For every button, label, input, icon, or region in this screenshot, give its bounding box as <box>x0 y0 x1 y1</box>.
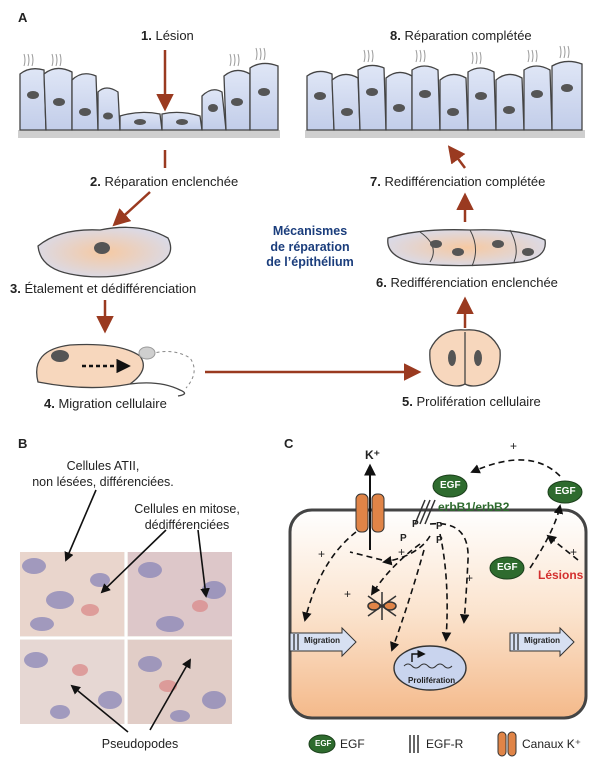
p-label-2: P <box>400 533 407 544</box>
step-4: 4. Migration cellulaire <box>44 396 167 411</box>
label-pseudopodes: Pseudopodes <box>101 737 179 751</box>
nucleus <box>393 645 467 691</box>
legend-k-channel-label: Canaux K⁺ <box>522 737 582 751</box>
dividing-cell <box>429 329 501 387</box>
p-label-1: P <box>412 519 419 530</box>
step-2: 2. Réparation enclenchée <box>90 174 239 189</box>
epithelium-lesion <box>18 47 280 138</box>
micrograph-composite <box>20 552 232 724</box>
k-channel <box>355 463 385 550</box>
step-1: 1. Lésion <box>141 28 194 43</box>
signaling-arrows <box>302 459 579 652</box>
legend-egf-label: EGF <box>340 737 365 751</box>
legend-receptor-label: EGF-R <box>426 737 464 751</box>
cycle-arrows <box>96 50 474 381</box>
egf-label-2: EGF <box>555 486 576 497</box>
egf-receptor <box>414 499 436 525</box>
proliferation-label: Prolifération <box>408 676 456 685</box>
internal-complex <box>367 592 397 620</box>
step-5: 5. Prolifération cellulaire <box>402 394 541 409</box>
plus-4: + <box>466 571 474 585</box>
step-7: 7. Redifférenciation complétée <box>370 174 546 189</box>
migration-label-right: Migration <box>524 636 560 645</box>
legend-k-channel-icon <box>497 731 517 757</box>
migrating-cell <box>36 343 195 397</box>
egf-ligands <box>432 474 583 580</box>
panel-c-letter: C <box>284 436 294 451</box>
spread-cell <box>37 226 172 278</box>
step-8: 8. Réparation complétée <box>390 28 532 43</box>
panel-b-pointers <box>64 489 210 733</box>
plus-2: + <box>318 547 326 561</box>
p-label-4: P <box>436 535 443 546</box>
step-6: 6. Redifférenciation enclenchée <box>376 275 558 290</box>
p-label-3: P <box>436 521 443 532</box>
plus-5: + <box>344 587 352 601</box>
lesions-label: Lésions <box>538 568 584 582</box>
legend-receptor-icon <box>409 735 419 753</box>
legend-egf-symbol-text: EGF <box>315 739 332 748</box>
erbb-label: erbB1/erbB2 <box>438 500 510 514</box>
plus-6: + <box>570 545 578 559</box>
egf-label-1: EGF <box>440 480 461 491</box>
label-atii: Cellules ATII, non lésées, différenciées… <box>32 459 174 489</box>
flat-cells <box>387 229 546 267</box>
k-plus-label: K⁺ <box>365 448 380 462</box>
step-3: 3. Étalement et dédifférenciation <box>10 281 197 296</box>
epithelium-repaired <box>305 45 585 138</box>
plus-1: + <box>510 439 518 453</box>
migration-arrows <box>289 626 575 658</box>
center-title: Mécanismes de réparation de l’épithélium <box>266 224 354 270</box>
migration-label-left: Migration <box>304 636 340 645</box>
panel-a-letter: A <box>18 10 28 25</box>
panel-b-letter: B <box>18 436 28 451</box>
label-mitosis: Cellules en mitose, dédifférenciées <box>134 502 240 532</box>
plus-3: + <box>398 545 406 559</box>
legend-egf-icon <box>308 734 336 754</box>
egf-label-3: EGF <box>497 562 518 573</box>
